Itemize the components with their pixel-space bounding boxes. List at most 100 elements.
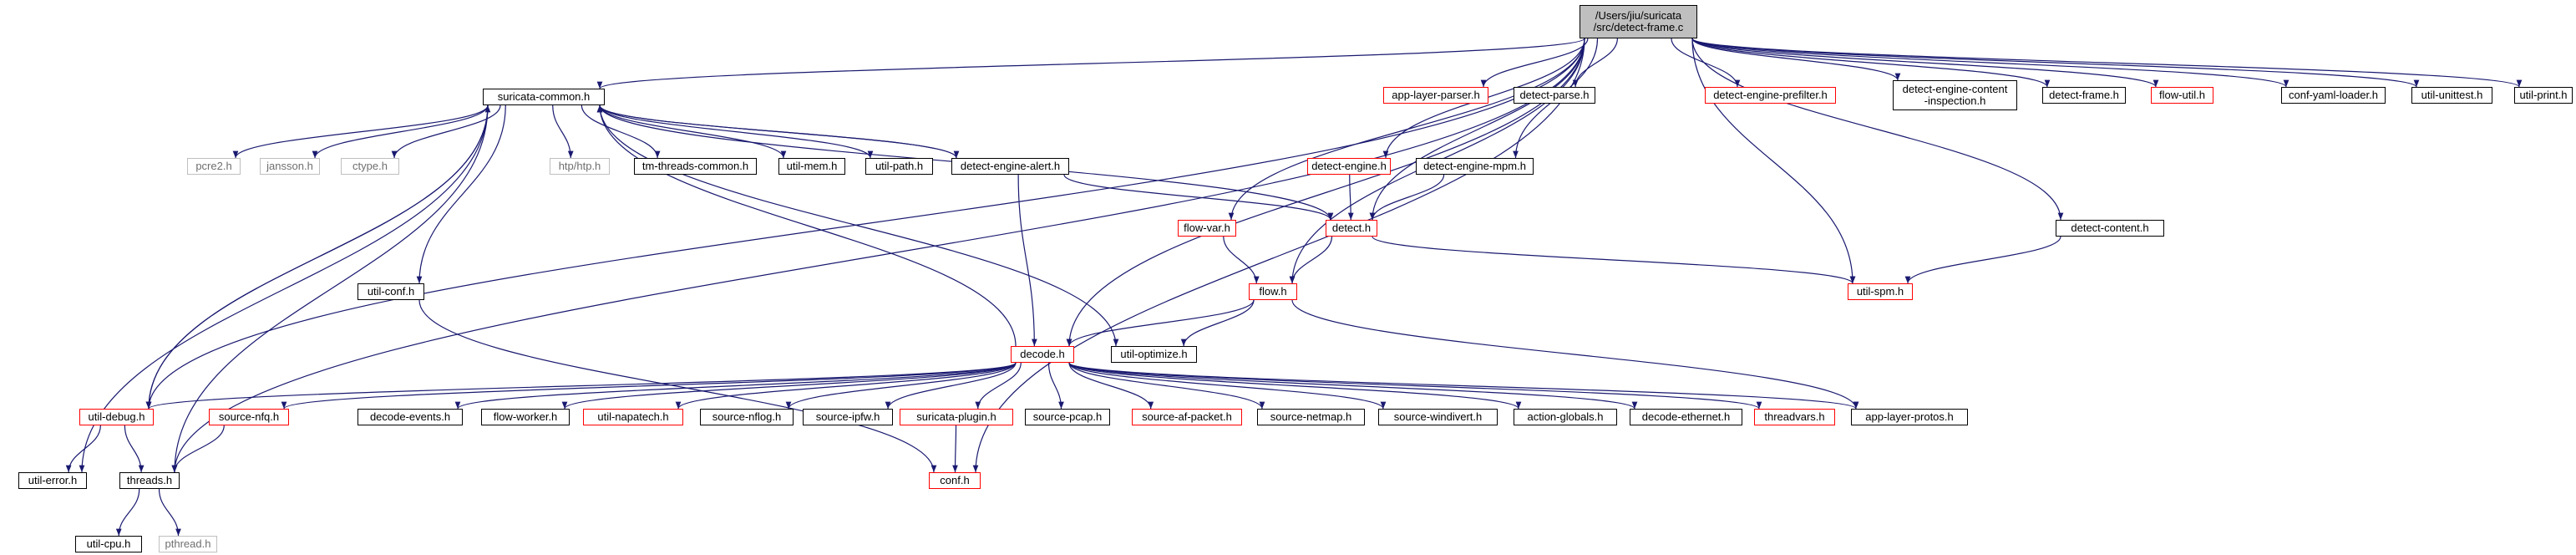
edge-root-to-threads [171, 38, 1585, 473]
node-decode-events[interactable]: decode-events.h [357, 409, 463, 425]
node-util-cpu[interactable]: util-cpu.h [75, 536, 142, 552]
node-flow-var[interactable]: flow-var.h [1178, 220, 1236, 237]
edge-suricata-common-to-util-conf [416, 104, 506, 284]
edge-flow-to-decode [1066, 299, 1255, 347]
node-conf[interactable]: conf.h [929, 472, 981, 489]
node-suricata-plugin[interactable]: suricata-plugin.h [900, 409, 1013, 425]
node-flow-util[interactable]: flow-util.h [2151, 87, 2213, 104]
node-pthread: pthread.h [159, 536, 217, 552]
node-util-path[interactable]: util-path.h [865, 158, 933, 175]
edge-suricata-common-to-util-optimize [599, 104, 1119, 347]
node-detect-frame[interactable]: detect-frame.h [2042, 87, 2126, 104]
edge-flow-to-app-layer-protos [1291, 299, 1859, 410]
node-detect-parse[interactable]: detect-parse.h [1514, 87, 1595, 104]
node-source-nfq[interactable]: source-nfq.h [209, 409, 289, 425]
edge-util-conf-to-conf [418, 299, 937, 473]
node-util-mem[interactable]: util-mem.h [778, 158, 845, 175]
edge-decode-to-source-windivert [1068, 362, 1387, 410]
node-root: /Users/jiu/suricata /src/detect-frame.c [1580, 5, 1697, 38]
edge-root-to-detect-parse [1572, 38, 1618, 88]
edge-detect-content-to-util-spm [1904, 236, 2061, 284]
node-tm-threads-common[interactable]: tm-threads-common.h [634, 158, 757, 175]
edge-root-to-util-unittest [1691, 38, 2420, 88]
node-util-error[interactable]: util-error.h [18, 472, 87, 489]
node-source-windivert[interactable]: source-windivert.h [1378, 409, 1498, 425]
edge-decode-to-source-af-packet [1068, 362, 1154, 410]
node-app-layer-protos[interactable]: app-layer-protos.h [1851, 409, 1968, 425]
edge-root-to-suricata-common [597, 38, 1585, 89]
edge-suricata-common-to-util-path [599, 104, 874, 159]
edge-decode-to-decode-ethernet [1068, 362, 1638, 410]
edge-decode-to-suricata-plugin [975, 362, 1022, 410]
edge-root-to-util-debug [145, 38, 1585, 410]
edge-detect-to-flow [1289, 236, 1333, 284]
edge-threads-to-pthread [158, 488, 181, 537]
edge-root-to-flow-util [1691, 38, 2159, 88]
edge-decode-to-source-nflog [785, 362, 1017, 410]
edge-detect-engine-alert-to-decode [1017, 174, 1037, 347]
node-detect-engine-alert[interactable]: detect-engine-alert.h [951, 158, 1069, 175]
node-util-unittest[interactable]: util-unittest.h [2411, 87, 2492, 104]
node-threadvars[interactable]: threadvars.h [1754, 409, 1835, 425]
node-util-napatech[interactable]: util-napatech.h [583, 409, 683, 425]
edge-suricata-common-to-jansson [312, 104, 489, 159]
edge-decode-to-flow-worker [561, 362, 1017, 410]
edge-decode-to-util-napatech [675, 362, 1017, 410]
edge-root-to-detect-engine-content-inspection [1691, 38, 1901, 81]
edge-suricata-common-to-tm-threads-common [581, 104, 661, 159]
edge-flow-to-util-optimize [1180, 299, 1255, 347]
edge-util-debug-to-suricata-common [148, 104, 491, 410]
node-detect[interactable]: detect.h [1326, 220, 1377, 237]
node-flow-worker[interactable]: flow-worker.h [481, 409, 570, 425]
edge-detect-engine-to-detect [1347, 174, 1354, 221]
edge-root-to-app-layer-parser [1480, 38, 1589, 88]
edge-root-to-conf-yaml-loader [1691, 38, 2289, 88]
node-source-ipfw[interactable]: source-ipfw.h [803, 409, 893, 425]
node-util-optimize[interactable]: util-optimize.h [1111, 346, 1197, 363]
edge-root-to-util-print [1691, 38, 2523, 88]
node-action-globals[interactable]: action-globals.h [1514, 409, 1617, 425]
edge-detect-engine-mpm-to-detect [1369, 174, 1445, 221]
node-threads[interactable]: threads.h [119, 472, 180, 489]
node-conf-yaml-loader[interactable]: conf-yaml-loader.h [2281, 87, 2386, 104]
edge-detect-engine-alert-to-detect [1063, 174, 1334, 221]
edge-decode-to-source-pcap [1047, 362, 1064, 410]
node-source-pcap[interactable]: source-pcap.h [1025, 409, 1110, 425]
edge-util-debug-to-util-error [65, 425, 101, 473]
node-util-conf[interactable]: util-conf.h [357, 283, 424, 300]
node-htp: htp/htp.h [550, 158, 610, 175]
node-source-nflog[interactable]: source-nflog.h [700, 409, 794, 425]
node-app-layer-parser[interactable]: app-layer-parser.h [1383, 87, 1488, 104]
node-detect-engine-prefilter[interactable]: detect-engine-prefilter.h [1705, 87, 1836, 104]
edge-decode-to-threadvars [1068, 362, 1762, 410]
node-decode-ethernet[interactable]: decode-ethernet.h [1630, 409, 1742, 425]
node-util-spm[interactable]: util-spm.h [1848, 283, 1913, 300]
node-util-debug[interactable]: util-debug.h [79, 409, 154, 425]
node-jansson: jansson.h [260, 158, 320, 175]
edge-suricata-common-to-pcre2 [232, 104, 489, 159]
edge-root-to-detect [1369, 38, 1585, 221]
edge-decode-to-source-netmap [1068, 362, 1265, 410]
node-source-af-packet[interactable]: source-af-packet.h [1132, 409, 1242, 425]
node-detect-engine[interactable]: detect-engine.h [1307, 158, 1391, 175]
edge-suricata-common-to-util-error [79, 104, 489, 473]
edge-threads-to-util-cpu [115, 488, 140, 537]
edge-suricata-common-to-ctype [391, 104, 501, 159]
node-pcre2: pcre2.h [187, 158, 241, 175]
edge-decode-to-source-ipfw [885, 362, 1017, 410]
node-source-netmap[interactable]: source-netmap.h [1257, 409, 1365, 425]
edge-suricata-common-to-threads [171, 104, 489, 473]
edge-root-to-detect-frame [1691, 38, 2051, 88]
node-ctype: ctype.h [341, 158, 399, 175]
node-suricata-common[interactable]: suricata-common.h [483, 89, 605, 105]
node-detect-engine-mpm[interactable]: detect-engine-mpm.h [1416, 158, 1534, 175]
node-util-print[interactable]: util-print.h [2514, 87, 2573, 104]
node-detect-content[interactable]: detect-content.h [2056, 220, 2164, 237]
edge-detect-engine-alert-to-suricata-common [596, 104, 957, 159]
node-flow[interactable]: flow.h [1249, 283, 1297, 300]
node-detect-engine-content-inspection[interactable]: detect-engine-content -inspection.h [1893, 80, 2017, 110]
edge-root-to-util-spm [1691, 38, 1856, 284]
node-decode[interactable]: decode.h [1011, 346, 1074, 363]
